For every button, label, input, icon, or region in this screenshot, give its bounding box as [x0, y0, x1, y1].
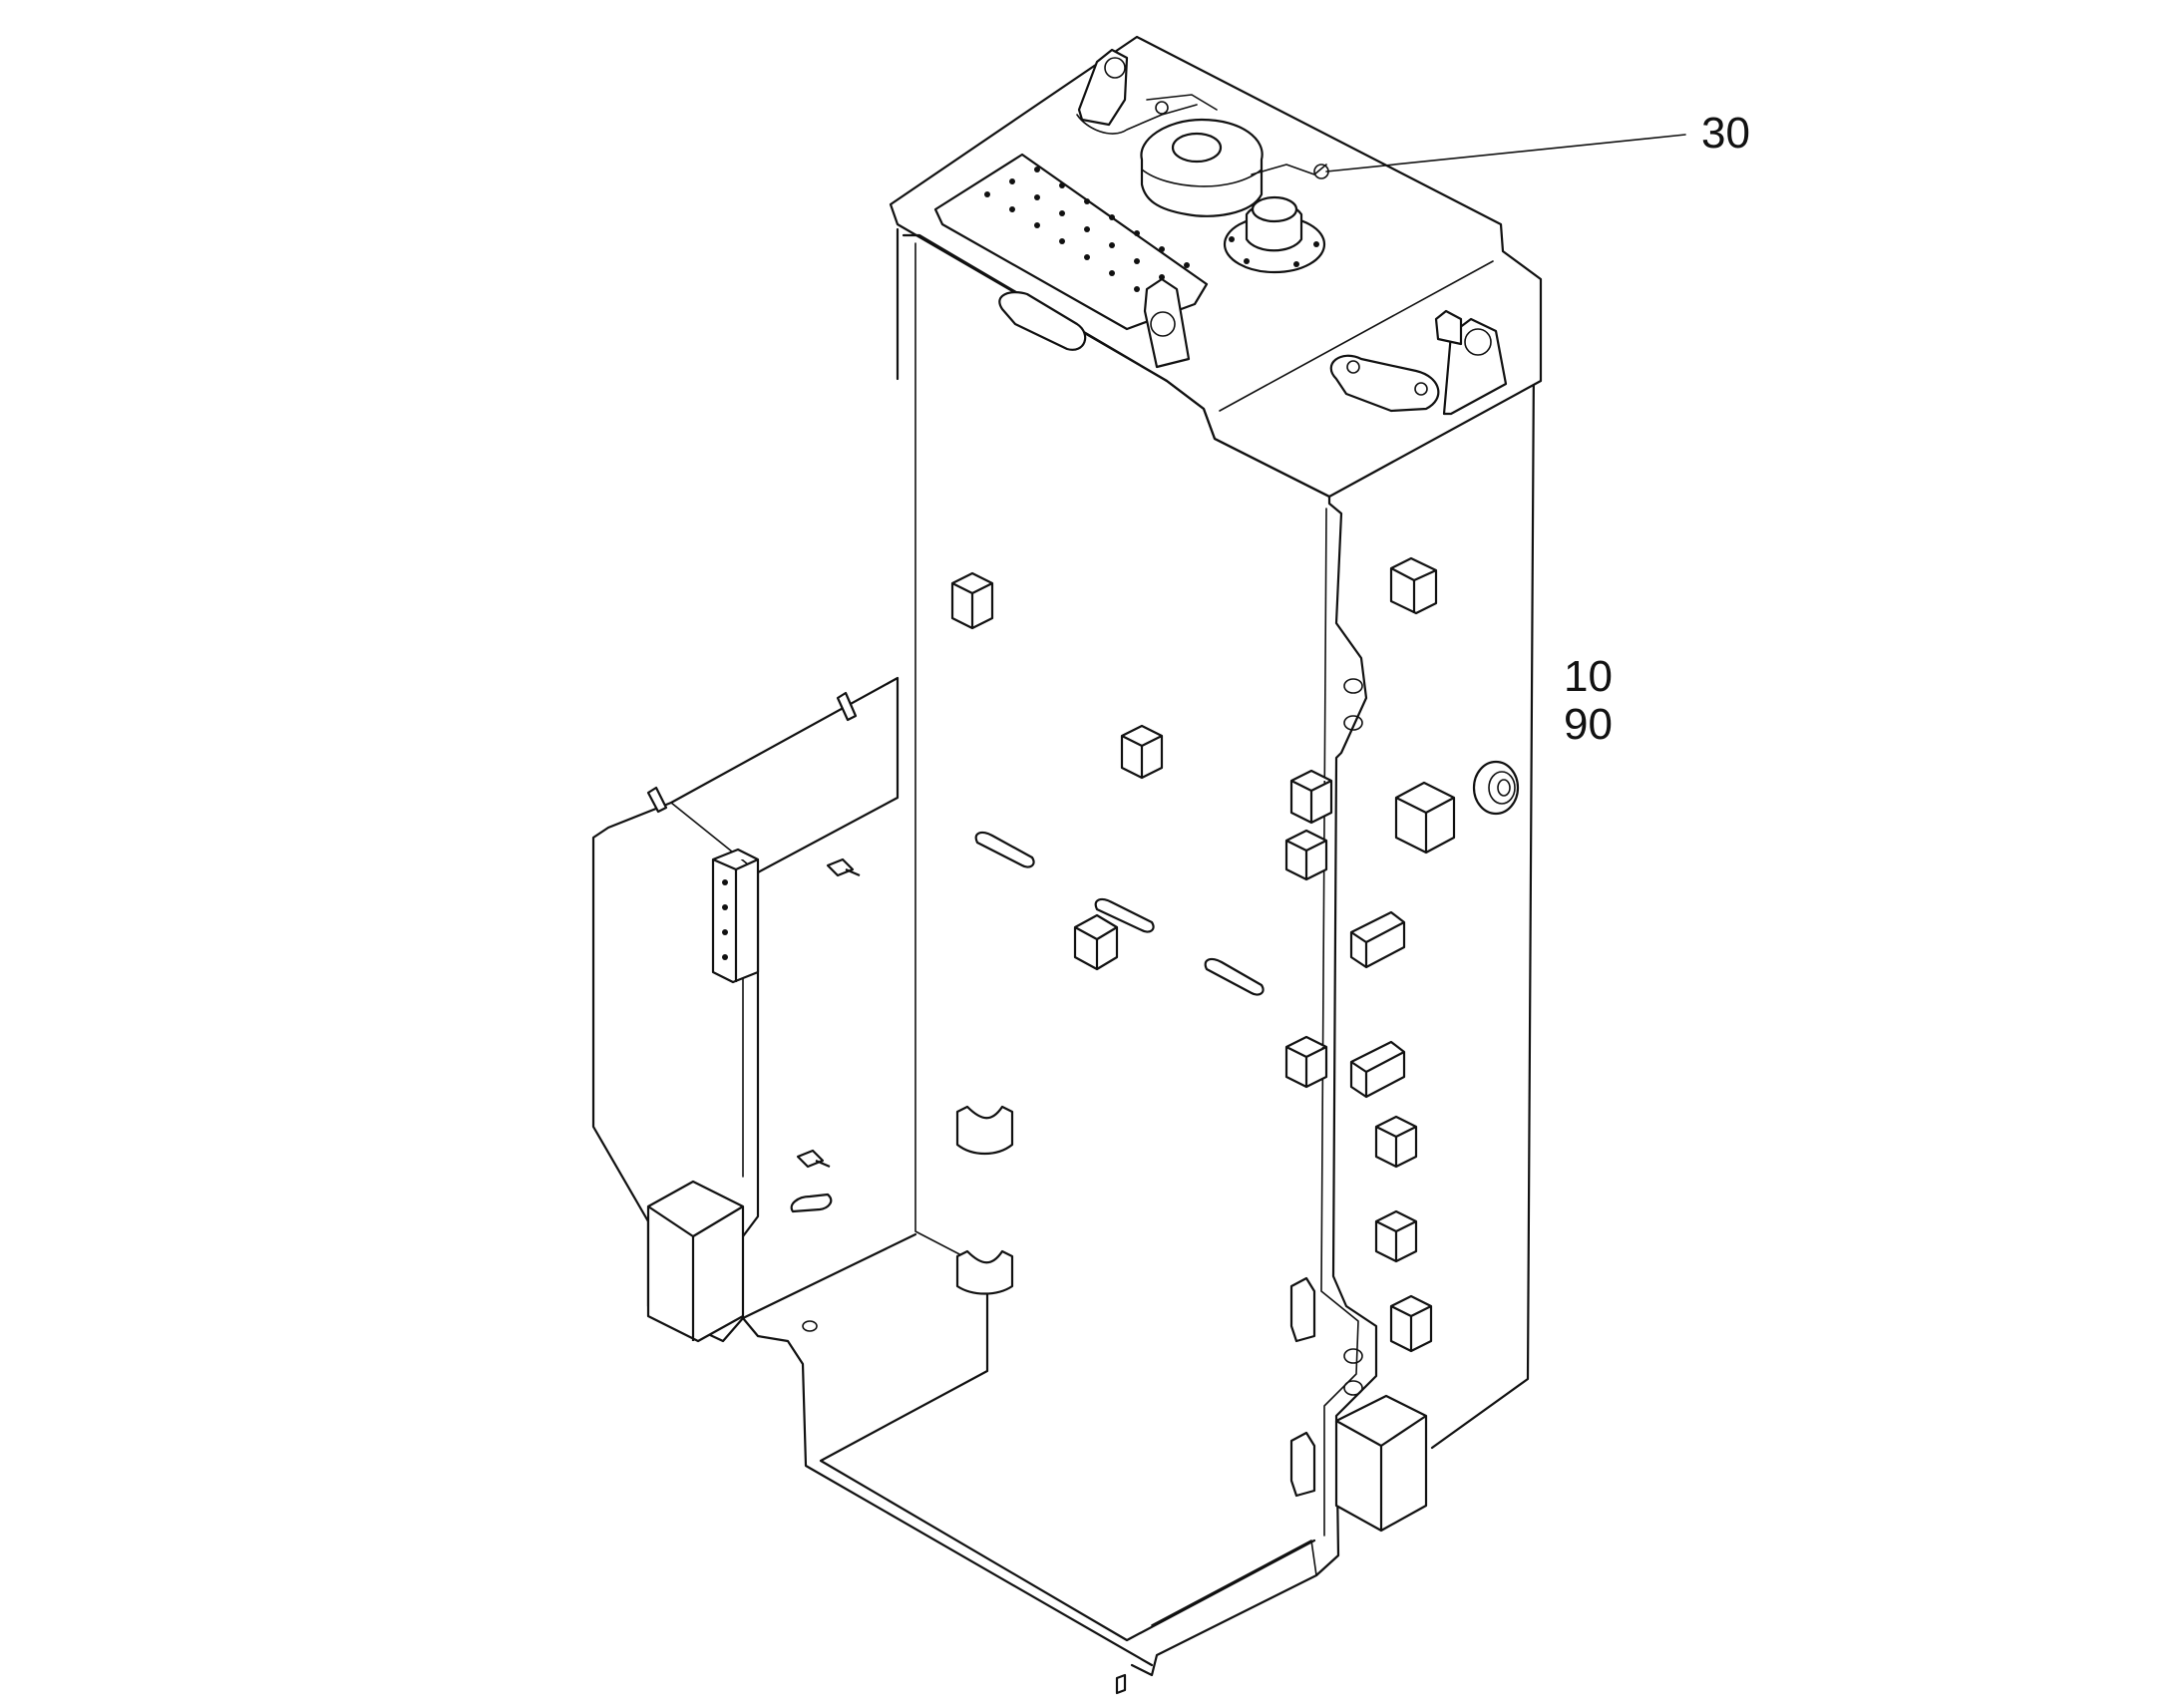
- panel-slots: [790, 831, 1265, 1213]
- top-hose: [1076, 94, 1327, 175]
- callout-30: 30: [1701, 109, 1750, 158]
- corner-block-right: [1334, 1394, 1428, 1533]
- lifting-eye-top: [1077, 48, 1129, 127]
- side-lugs: [1349, 910, 1406, 1099]
- callout-90: 90: [1564, 700, 1613, 749]
- bracket-tab-right: [1434, 309, 1463, 346]
- terminal-strip: [711, 848, 760, 984]
- cable-clips: [955, 1105, 1316, 1498]
- lower-tray-lip: [1151, 1539, 1317, 1626]
- leader-line-30: [1325, 134, 1686, 172]
- side-fitting: [1472, 760, 1520, 816]
- studs: [646, 691, 1127, 1695]
- corner-block-left: [646, 1180, 745, 1343]
- filler-cap: [1140, 118, 1264, 217]
- lifting-eye-front: [1143, 277, 1191, 369]
- edge-holes: [802, 678, 1363, 1396]
- callout-10: 10: [1564, 652, 1613, 701]
- tank-front-panel: [896, 227, 1378, 1677]
- mounting-blocks: [950, 556, 1456, 1353]
- tank-top-slab: [889, 35, 1543, 499]
- step-plate: [933, 153, 1209, 331]
- lower-tray: [741, 1232, 1316, 1667]
- tank-top-inner-edge: [1219, 260, 1494, 412]
- oval-access-cover: [998, 291, 1087, 351]
- sensor-flange-bolts: [1229, 236, 1319, 267]
- step-plate-holes: [984, 167, 1190, 292]
- tank-right-wall: [1430, 327, 1536, 1450]
- left-side-tank: [591, 676, 900, 1343]
- filler-cap-knob: [1171, 132, 1223, 164]
